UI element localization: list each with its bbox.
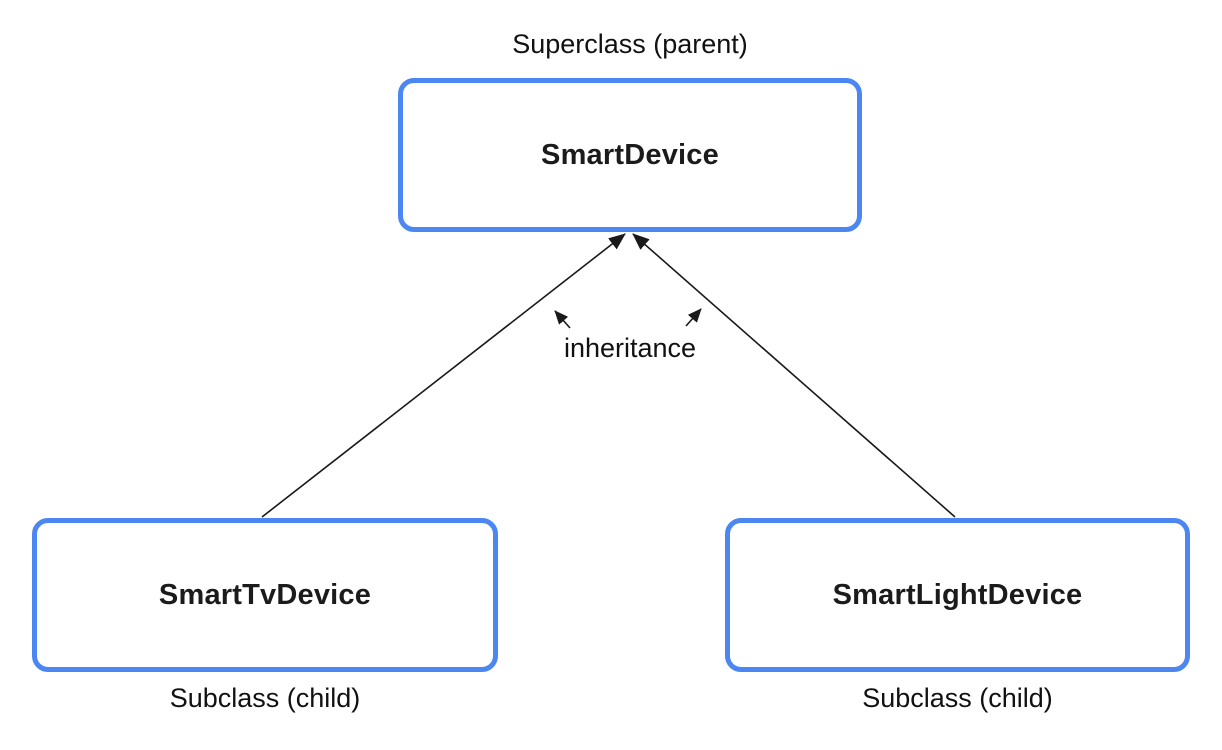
subclass-tv-label: Subclass (child) xyxy=(169,683,361,713)
inheritance-pointer-left-icon xyxy=(554,310,571,329)
node-smart-light-device-title: SmartLightDevice xyxy=(832,578,1083,611)
node-smart-device-title: SmartDevice xyxy=(541,138,719,171)
subclass-light-label: Subclass (child) xyxy=(862,683,1053,713)
node-smart-device: SmartDevice xyxy=(398,78,862,232)
inheritance-label: inheritance xyxy=(563,333,697,363)
edge-tv-to-superclass xyxy=(261,233,626,518)
inheritance-pointer-right-icon xyxy=(685,308,702,327)
node-smart-tv-device-title: SmartTvDevice xyxy=(158,578,372,611)
node-smart-light-device: SmartLightDevice xyxy=(725,518,1190,672)
superclass-label: Superclass (parent) xyxy=(512,29,748,59)
edge-light-to-superclass xyxy=(632,233,956,518)
node-smart-tv-device: SmartTvDevice xyxy=(32,518,498,672)
